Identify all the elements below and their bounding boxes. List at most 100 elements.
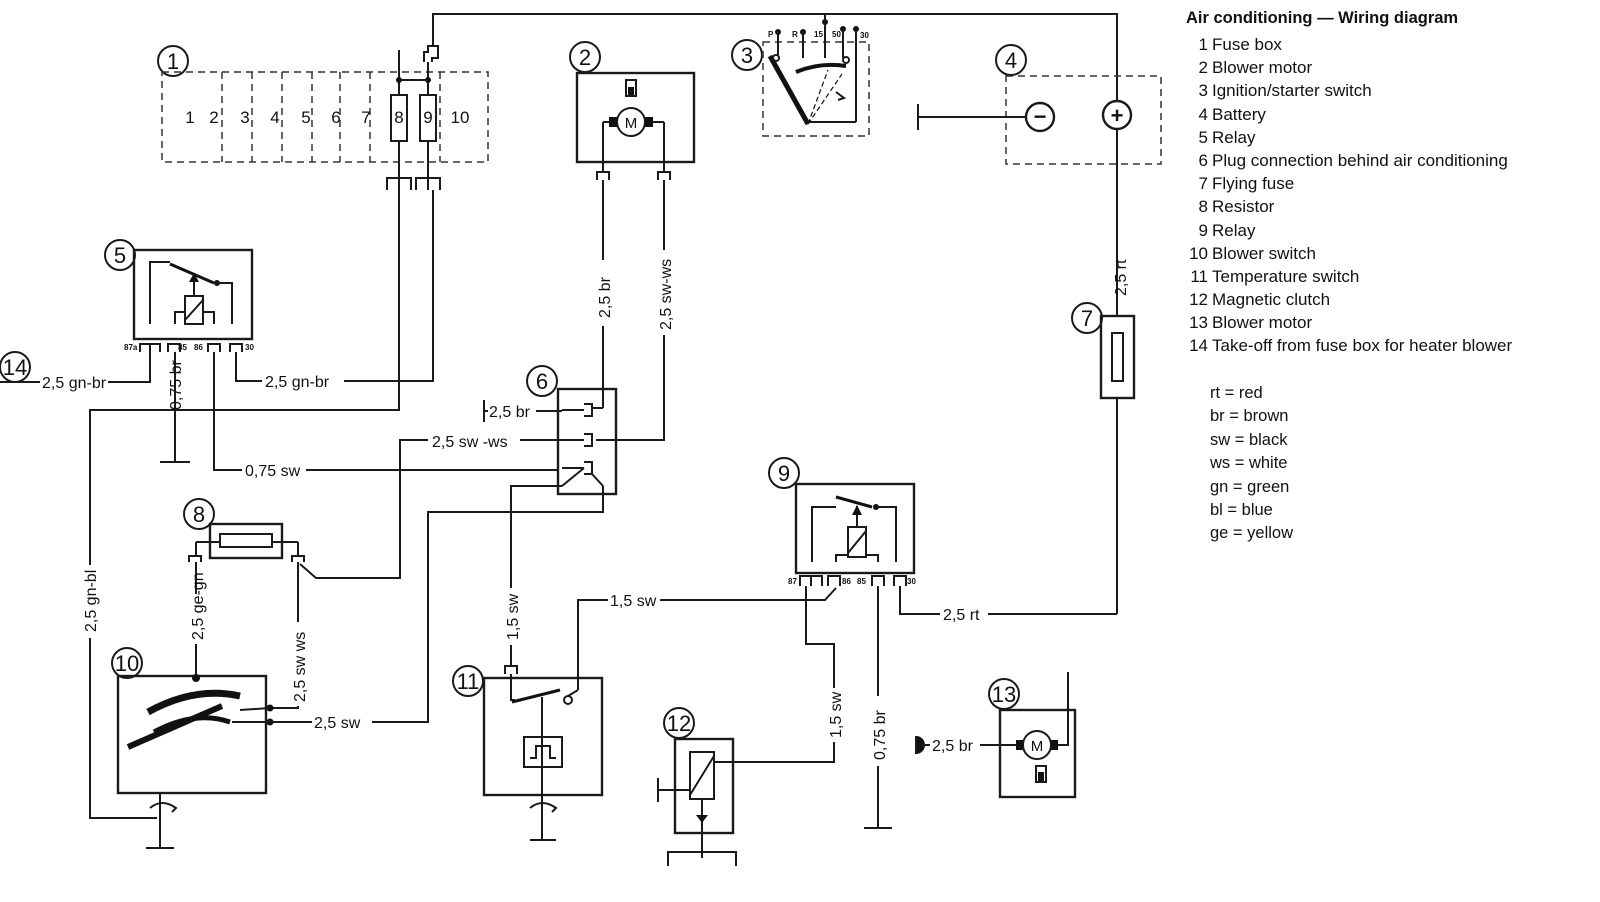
connector-icon	[291, 542, 305, 562]
blower-motor-2: 2 M	[569, 41, 696, 180]
blower-switch-10: 10	[111, 647, 274, 849]
component-number-14: 14	[3, 355, 27, 380]
fuse-number: 10	[451, 108, 470, 127]
wire-label: 0,75 br	[872, 710, 889, 760]
color-code-list: rt = red br = brown sw = black ws = whit…	[1210, 382, 1293, 546]
fuse-number: 5	[301, 108, 310, 127]
connector-icon	[827, 575, 841, 586]
wire-label: 2,5 sw ws	[292, 632, 309, 702]
wire-label: 0,75 sw	[245, 463, 301, 480]
connector-icon	[423, 45, 439, 62]
color-code: ws = white	[1210, 454, 1288, 473]
fuse-number: 6	[331, 108, 340, 127]
terminal-label: 50	[832, 30, 841, 39]
wire-label: 2,5 sw -ws	[432, 434, 508, 451]
pin-label: 85	[857, 577, 866, 586]
pin-label: 30	[245, 343, 254, 352]
relay-5: 5 87a 85 86 30	[104, 239, 254, 352]
pin-label: 87	[788, 577, 797, 586]
connector-icon	[584, 461, 593, 475]
color-code: sw = black	[1210, 430, 1288, 449]
relay-9: 9 87 86 85 30	[768, 457, 916, 586]
magnetic-clutch-12: 12	[657, 707, 737, 866]
component-number-3: 3	[741, 43, 753, 68]
wire-label: 1,5 sw	[505, 593, 522, 640]
ignition-switch: 3 P R 15 50 30	[731, 14, 870, 137]
fuse-number: 8	[394, 108, 403, 127]
wire-label: 0,75 br	[168, 360, 185, 410]
negative-sign: −	[1034, 104, 1047, 129]
rotary-knob-icon	[149, 802, 178, 813]
wire-label: 2,5 rt	[1113, 259, 1130, 296]
color-code: rt = red	[1210, 384, 1263, 402]
connector-icon	[188, 542, 202, 562]
component-number-6: 6	[536, 369, 548, 394]
connector-icon	[584, 433, 593, 447]
connector-icon	[167, 343, 181, 352]
terminal-label: 15	[814, 30, 823, 39]
fuse-number: 4	[270, 108, 279, 127]
positive-sign: +	[1111, 103, 1124, 128]
battery: 4 − +	[917, 44, 1162, 316]
wire-label: 1,5 sw	[828, 691, 845, 738]
flying-fuse: 7 2,5 rt	[1071, 259, 1136, 614]
temperature-switch-11: 1,5 sw 11	[452, 593, 608, 841]
pin-label: 86	[842, 577, 851, 586]
wire-label: 2,5 br	[489, 404, 531, 421]
terminal-label: 30	[860, 31, 869, 40]
wire-label: 2,5 br	[932, 738, 974, 755]
fuse-box: 1 1 2 3 4 5 6 7 8 9 10	[157, 45, 489, 190]
component-number-8: 8	[193, 502, 205, 527]
connector-icon	[871, 575, 885, 586]
pin-label: 30	[907, 577, 916, 586]
component-number-4: 4	[1005, 48, 1017, 73]
fuse-number: 7	[361, 108, 370, 127]
wire-label: 2,5 sw	[314, 715, 361, 732]
ground-icon	[916, 736, 925, 754]
wire-label: 2,5 sw-ws	[658, 259, 675, 330]
connector-icon	[799, 575, 823, 586]
motor-symbol: M	[625, 115, 638, 132]
wire-label: 1,5 sw	[610, 593, 657, 610]
motor-symbol: M	[1031, 738, 1044, 755]
connector-icon	[657, 171, 671, 180]
main-feed-wire	[432, 13, 1118, 100]
component-number-9: 9	[778, 461, 790, 486]
fuse-number: 9	[423, 108, 432, 127]
wire-label: 2,5 gn-br	[265, 374, 330, 391]
connector-icon	[504, 665, 518, 674]
take-off-14: 14 2,5 gn-br	[0, 351, 151, 392]
color-code: bl = blue	[1210, 500, 1273, 519]
wire-label: 2,5 br	[597, 276, 614, 318]
component-number-5: 5	[114, 243, 126, 268]
connector-icon	[207, 343, 221, 352]
component-number-7: 7	[1081, 306, 1093, 331]
terminal-label: P	[768, 30, 774, 39]
connector-icon	[139, 343, 161, 352]
pin-label: 87a	[124, 343, 138, 352]
pin-label: 85	[178, 343, 187, 352]
color-code: gn = green	[1210, 477, 1290, 496]
wire-label: 2,5 gn-br	[42, 375, 107, 392]
color-code: ge = yellow	[1210, 524, 1294, 543]
wire-label: 2,5 ge-gn	[190, 572, 207, 640]
component-number-2: 2	[579, 45, 591, 70]
connector-icon	[596, 171, 610, 180]
connector-icon	[584, 403, 593, 417]
connector-icon	[386, 177, 412, 190]
connector-icon	[229, 343, 243, 352]
component-number-11: 11	[457, 669, 480, 694]
